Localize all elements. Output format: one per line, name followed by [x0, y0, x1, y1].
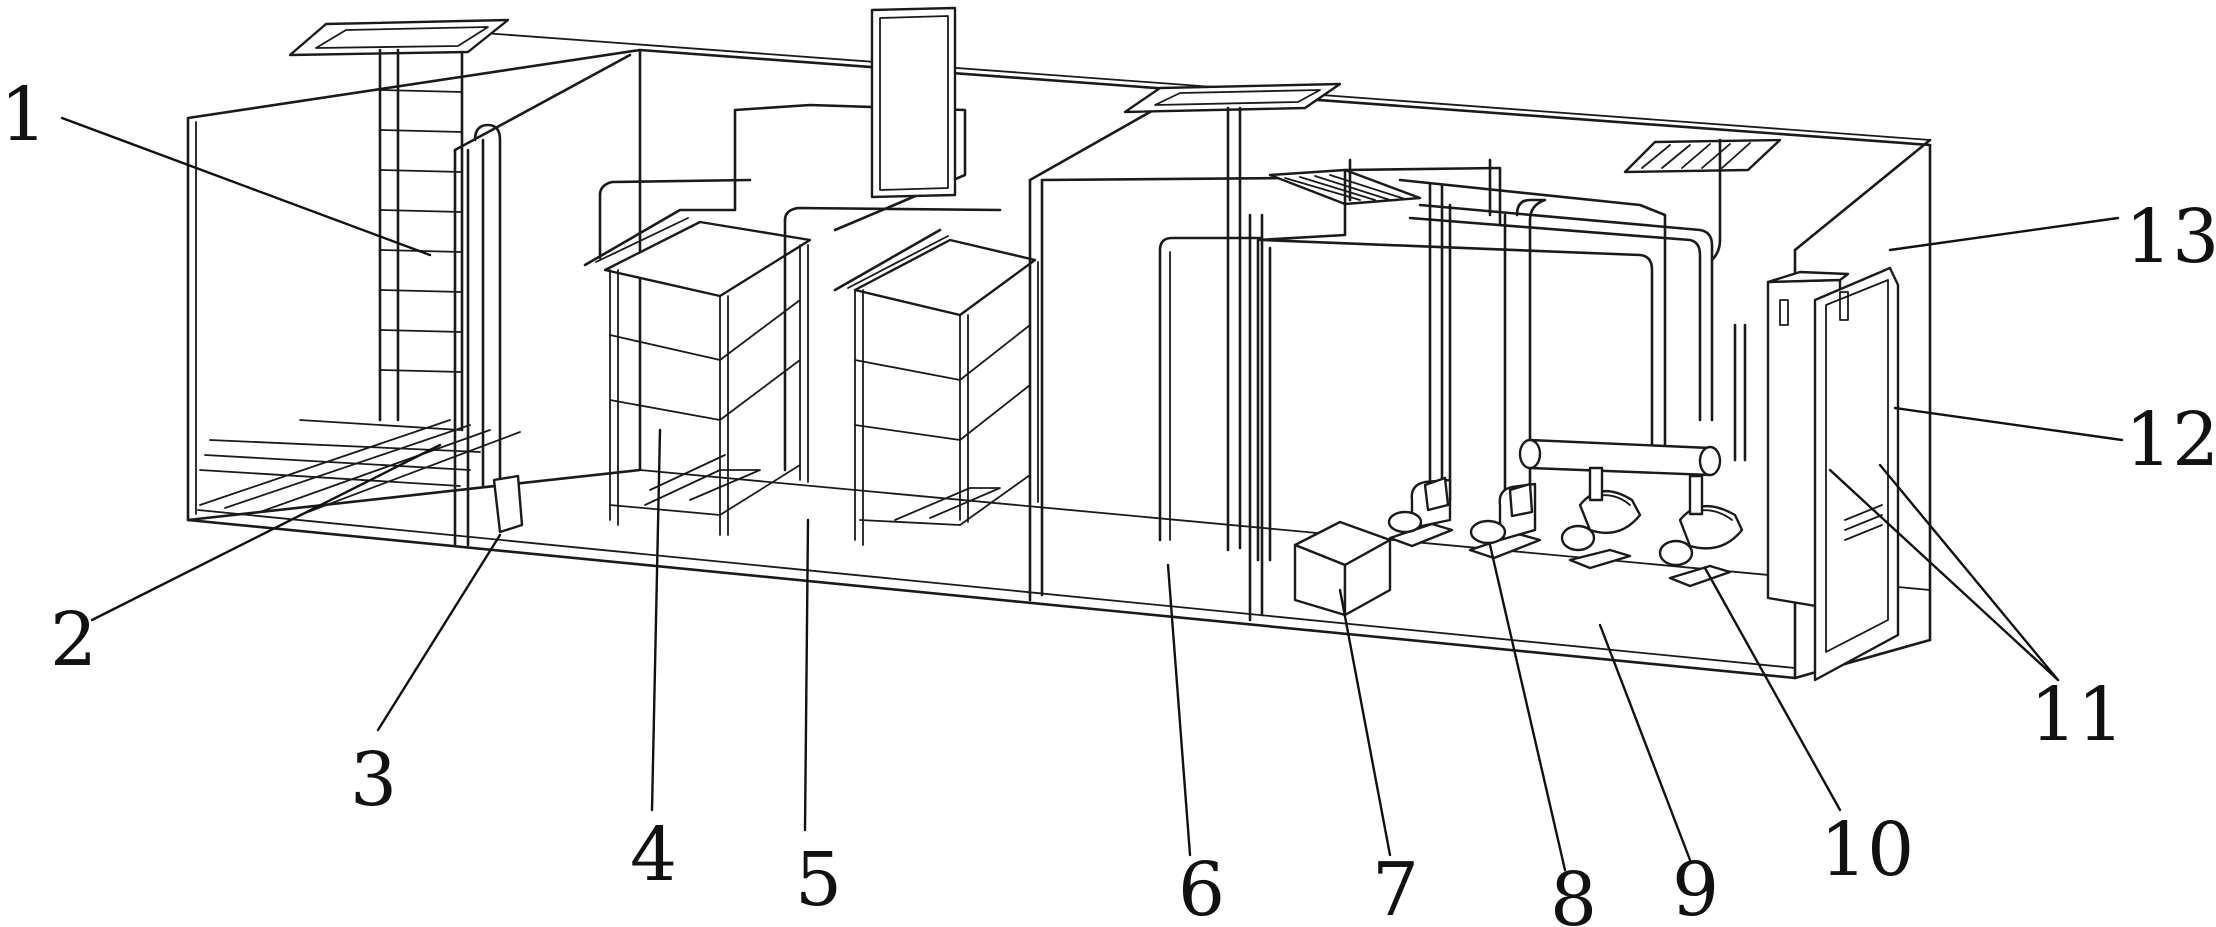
leader-9 — [1598, 623, 1692, 862]
leader-11b — [1878, 463, 2060, 682]
callout-8: 8 — [1550, 857, 1597, 927]
roof-vent-2 — [1623, 138, 1782, 174]
leader-4 — [650, 428, 662, 812]
pump-1 — [1387, 476, 1454, 548]
callout-6: 6 — [1178, 847, 1225, 927]
blower-manifold — [1518, 438, 1722, 477]
floor-grating — [199, 419, 521, 516]
membrane-rack-2 — [783, 206, 1039, 546]
downpipe — [473, 123, 524, 534]
callout-11: 11 — [2030, 672, 2124, 758]
callout-3: 3 — [350, 737, 397, 823]
leader-6 — [1166, 563, 1192, 857]
callout-13: 13 — [2125, 194, 2216, 280]
callout-12: 12 — [2125, 397, 2216, 483]
leader-5 — [803, 518, 810, 832]
callout-5: 5 — [795, 837, 842, 923]
leader-8 — [1488, 543, 1567, 872]
membrane-rack-1 — [583, 103, 967, 536]
callout-10: 10 — [1820, 807, 1914, 893]
leader-13 — [1888, 216, 2120, 252]
leader-10 — [1703, 566, 1842, 812]
callout-labels: 1 2 3 4 5 6 7 8 9 10 11 12 13 — [0, 72, 2216, 927]
partition-wall-middle — [1028, 93, 1302, 622]
callout-9: 9 — [1672, 847, 1719, 927]
partition-wall-left — [453, 53, 632, 547]
pump-2 — [1468, 482, 1542, 560]
callout-4: 4 — [630, 812, 677, 898]
leader-2 — [90, 443, 442, 622]
leader-lines — [60, 116, 2124, 872]
ladder — [288, 18, 510, 432]
piping — [1158, 138, 1747, 562]
container-shell — [186, 31, 1932, 680]
roof-hatch — [1123, 82, 1342, 552]
leader-12 — [1893, 406, 2124, 442]
callout-2: 2 — [50, 597, 97, 683]
leader-7 — [1338, 588, 1392, 857]
leader-1 — [60, 116, 432, 257]
door — [1813, 266, 1900, 682]
leader-11a — [1828, 468, 2060, 682]
callout-1: 1 — [0, 72, 47, 158]
blower-2 — [1658, 474, 1744, 588]
leader-3 — [376, 533, 502, 732]
callout-7: 7 — [1372, 847, 1419, 927]
roof-panel — [870, 6, 957, 199]
equipment-box — [1293, 520, 1392, 617]
blower-1 — [1560, 466, 1642, 570]
